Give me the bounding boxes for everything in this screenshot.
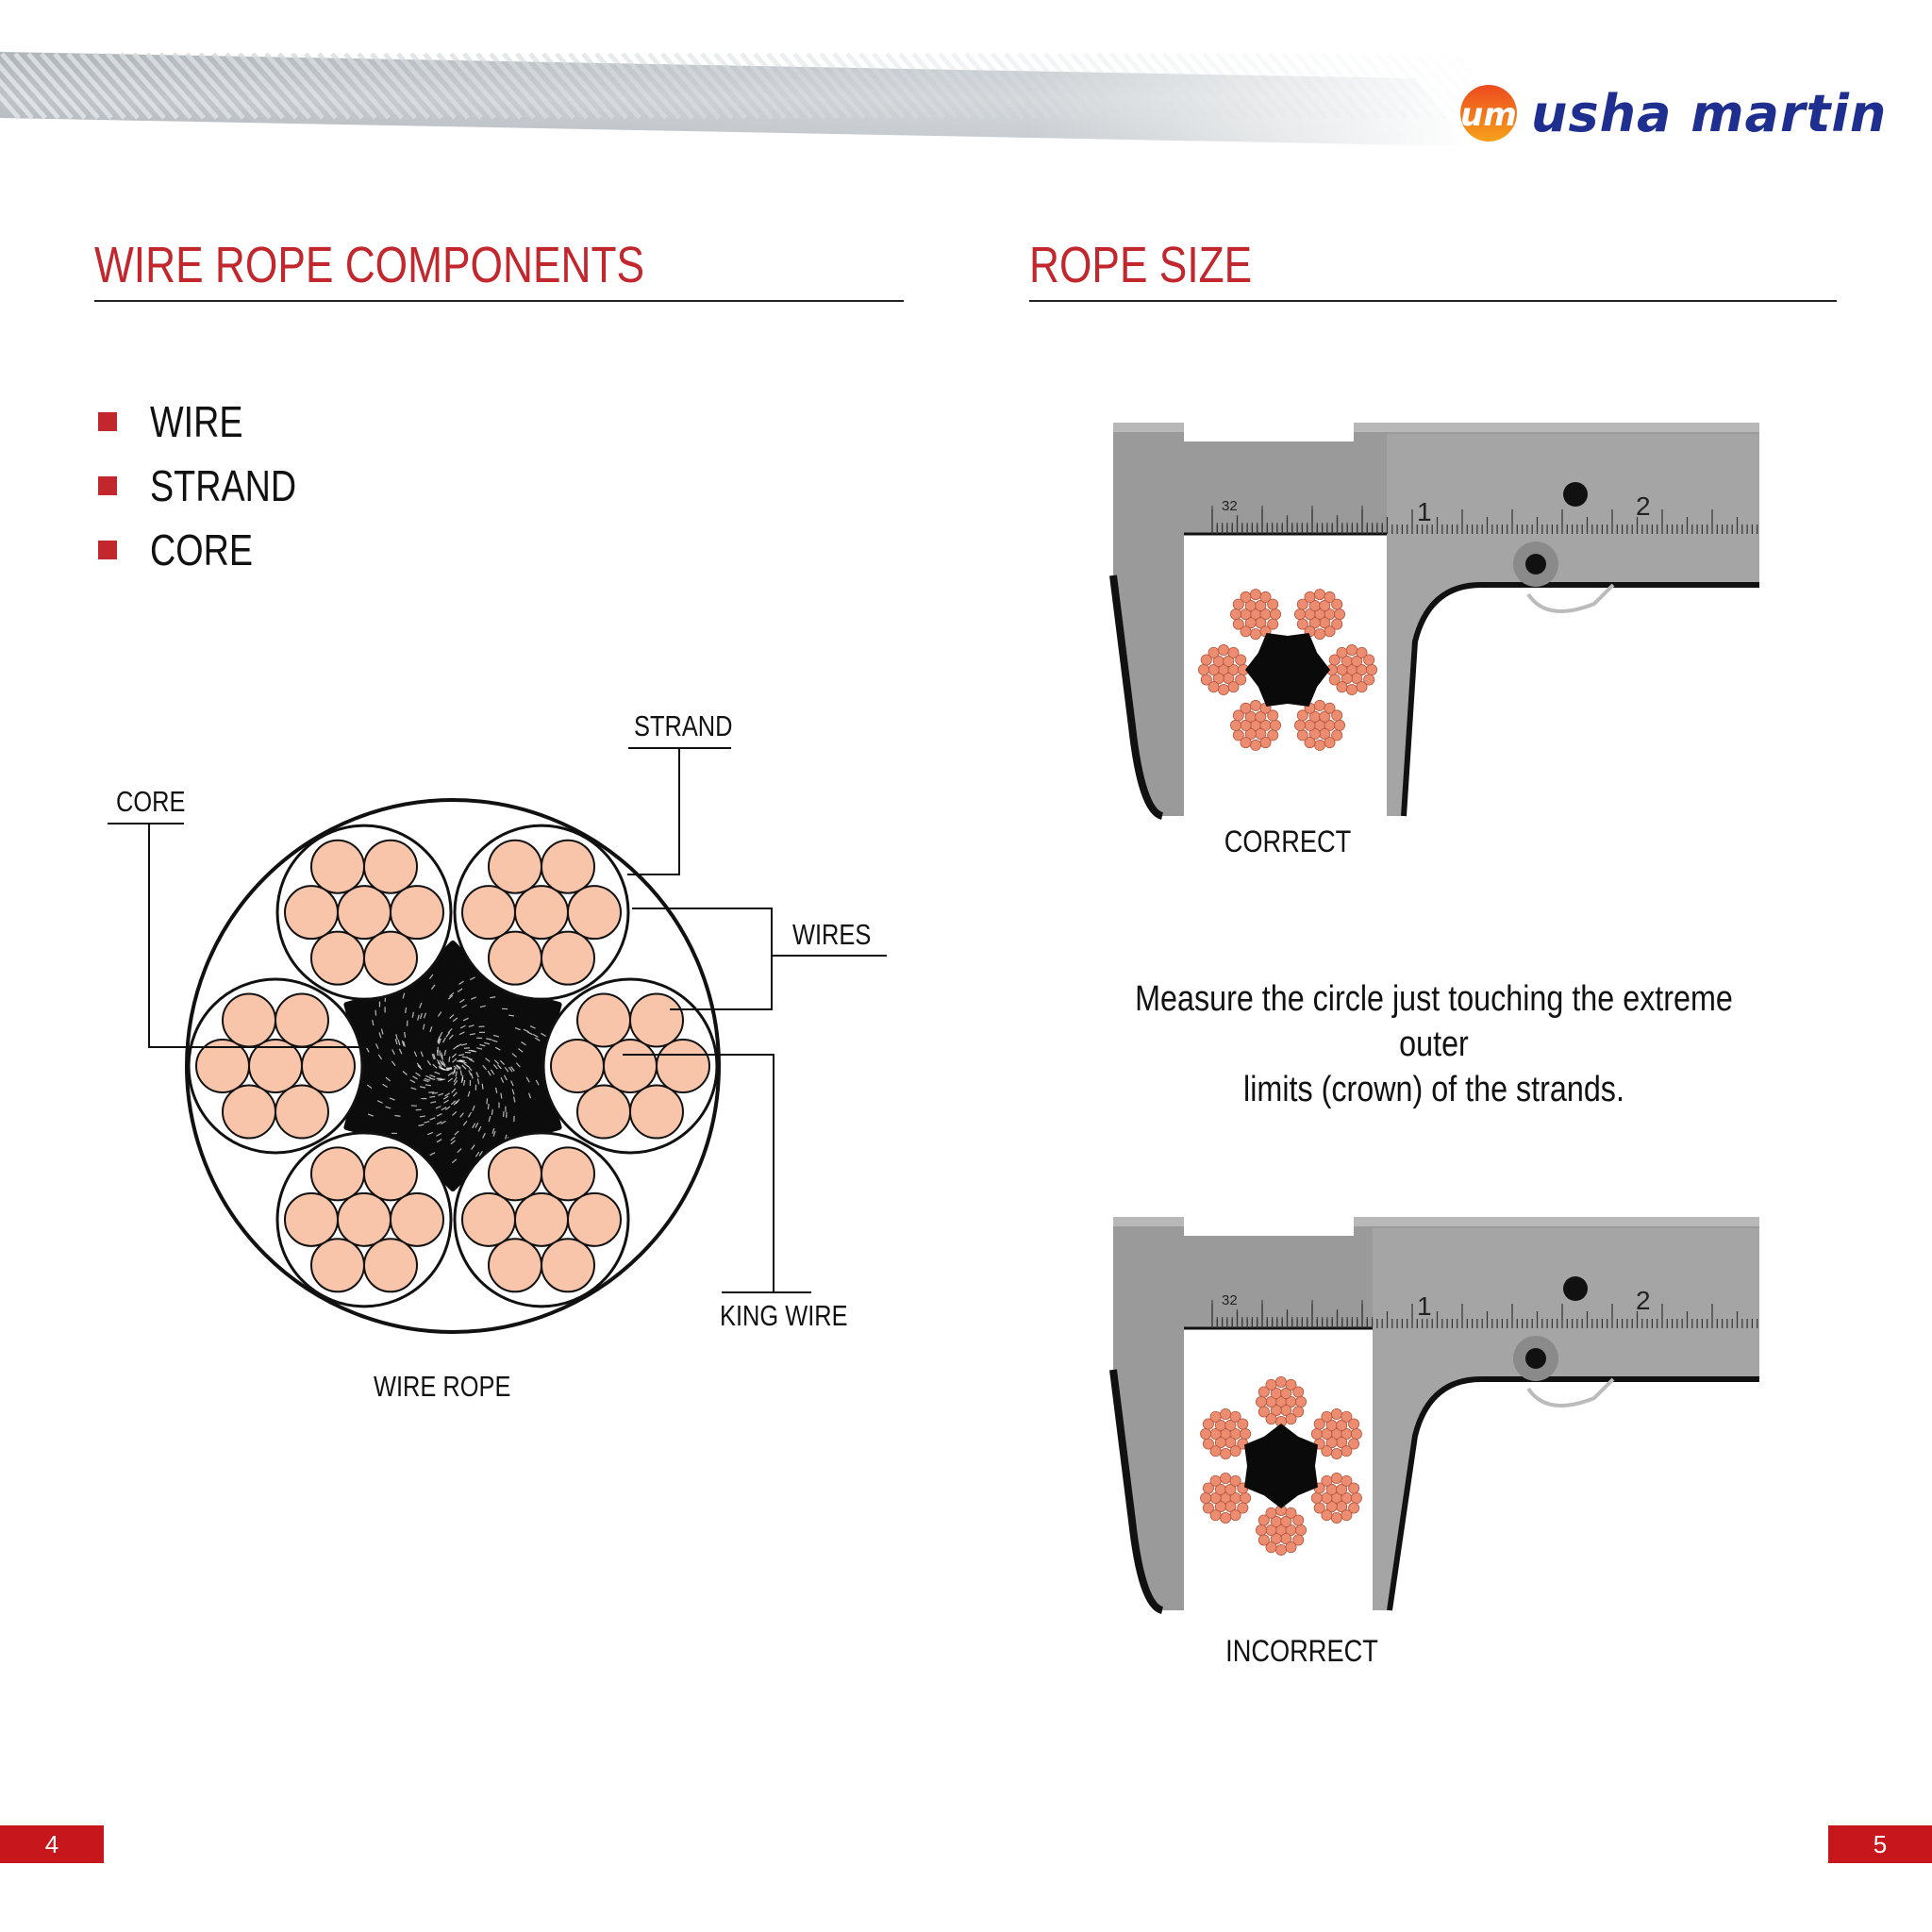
svg-text:2: 2: [1636, 491, 1651, 521]
page-number-text: 4: [45, 1830, 58, 1859]
bullet-label: STRAND: [150, 460, 296, 511]
bullet-strand: STRAND: [98, 460, 328, 511]
bullet-square-icon: [98, 412, 117, 431]
caption-incorrect: INCORRECT: [1193, 1634, 1410, 1669]
caliper-body: [1113, 423, 1759, 816]
svg-text:32: 32: [1222, 498, 1238, 514]
measure-note: Measure the circle just touching the ext…: [1129, 976, 1739, 1112]
brand-mark-icon: um: [1457, 82, 1520, 144]
bullet-label: CORE: [150, 525, 253, 575]
svg-text:um: um: [1460, 96, 1517, 134]
caliper-incorrect: 32 1 2: [1104, 1191, 1764, 1615]
bullet-wire: WIRE: [98, 396, 263, 447]
header-rope-image: [0, 52, 1472, 146]
label-core: CORE: [116, 785, 185, 819]
svg-text:2: 2: [1636, 1286, 1651, 1315]
svg-text:1: 1: [1417, 1291, 1432, 1321]
rope-cross-section-correct: [1198, 590, 1376, 751]
bullet-square-icon: [98, 541, 117, 559]
label-strand: STRAND: [634, 709, 733, 743]
rope-size-heading: ROPE SIZE: [1029, 236, 1252, 294]
page-number-left: 4: [0, 1825, 104, 1863]
bullet-square-icon: [98, 476, 117, 495]
measure-note-line-1: Measure the circle just touching the ext…: [1129, 976, 1739, 1067]
components-heading: WIRE ROPE COMPONENTS: [94, 236, 644, 294]
svg-text:32: 32: [1222, 1292, 1238, 1308]
diagram-caption: WIRE ROPE: [374, 1370, 510, 1404]
caliper-body: [1113, 1217, 1759, 1610]
rope-size-heading-rule: [1029, 300, 1837, 302]
label-king-wire: KING WIRE: [720, 1299, 848, 1333]
brand-name: usha martin: [1531, 84, 1887, 143]
caliper-correct: 32 1 2: [1104, 396, 1764, 821]
svg-text:1: 1: [1417, 497, 1432, 526]
components-heading-rule: [94, 300, 904, 302]
page-number-right: 5: [1828, 1825, 1932, 1863]
label-wires: WIRES: [792, 918, 871, 952]
bullet-core: CORE: [98, 525, 275, 575]
measure-note-line-2: limits (crown) of the strands.: [1129, 1067, 1739, 1112]
caption-correct: CORRECT: [1179, 824, 1396, 859]
page-number-text: 5: [1874, 1830, 1887, 1859]
brand-logo: um usha martin: [1457, 75, 1887, 151]
bullet-label: WIRE: [150, 396, 242, 447]
rope-cross-section-incorrect: [1201, 1376, 1362, 1555]
